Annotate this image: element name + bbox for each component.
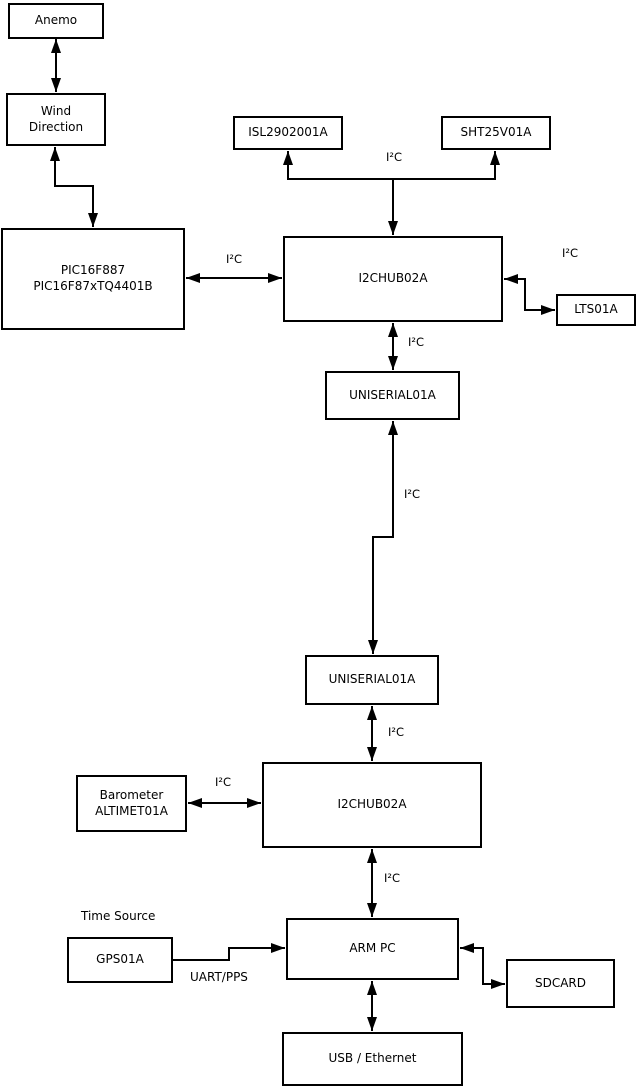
node-uniserial-lower: UNISERIAL01A [305,655,439,705]
node-i2c-hub-upper: I2CHUB02A [283,236,503,322]
node-label: I2CHUB02A [358,271,428,286]
connector-gps-armpc [173,943,285,961]
connector-wind-pic [50,147,98,227]
connector-hub1-lts [504,274,555,315]
connector-uni1-uni2 [368,421,398,654]
node-label: ISL2902001A [248,125,328,140]
node-arm-pc: ARM PC [286,918,459,980]
edge-label-i2c-baro-hub2: I²C [215,775,232,789]
node-sdcard: SDCARD [506,959,615,1008]
node-label: I2CHUB02A [337,797,407,812]
node-label-line2: ALTIMET01A [95,803,168,818]
node-i2c-hub-lower: I2CHUB02A [262,762,482,848]
edge-label-i2c-uni2-hub2: I²C [388,725,405,739]
edge-label-i2c-hub1-uni1: I²C [408,335,425,349]
edge-label-i2c-hub2-armpc: I²C [384,871,401,885]
node-label: GPS01A [96,952,144,967]
node-label: Anemo [34,13,78,28]
node-label: UNISERIAL01A [328,672,416,687]
node-label: ARM PC [349,941,396,956]
node-anemometer: Anemo [8,3,104,39]
node-isl-sensor: ISL2902001A [233,116,343,150]
node-uniserial-upper: UNISERIAL01A [325,371,460,420]
edge-label-i2c-sensor-bus: I²C [386,150,403,164]
node-usb-ethernet: USB / Ethernet [282,1032,463,1086]
edge-label-i2c-uni1-uni2: I²C [404,487,421,501]
node-label-line2: Direction [28,119,84,134]
edge-label-time-source: Time Source [81,909,156,923]
edge-label-uart-pps: UART/PPS [190,970,248,984]
node-sht-sensor: SHT25V01A [441,116,551,150]
node-lts-sensor: LTS01A [556,294,636,326]
node-label-line1: Wind [40,103,72,118]
node-label: LTS01A [574,302,618,317]
node-label-line1: Barometer [99,787,164,802]
node-label-line2: PIC16F87xTQ4401B [33,279,153,293]
connector-bus-isl [283,151,393,180]
node-pic-microcontroller: PIC16F887 PIC16F87xTQ4401B [1,228,185,330]
node-wind-direction: Wind Direction [6,93,106,146]
node-gps: GPS01A [67,937,173,983]
node-label-line1: PIC16F887 [60,263,126,278]
node-barometer: Barometer ALTIMET01A [76,775,187,832]
node-label: USB / Ethernet [328,1051,417,1066]
node-label: UNISERIAL01A [349,387,436,402]
node-label: SHT25V01A [460,125,532,140]
edge-label-i2c-hub1-lts: I²C [562,246,579,260]
connector-bus-sht [393,151,500,180]
edge-label-i2c-pic-hub1: I²C [226,252,243,266]
connector-armpc-sdcard [460,943,505,989]
node-label: SDCARD [534,975,587,990]
